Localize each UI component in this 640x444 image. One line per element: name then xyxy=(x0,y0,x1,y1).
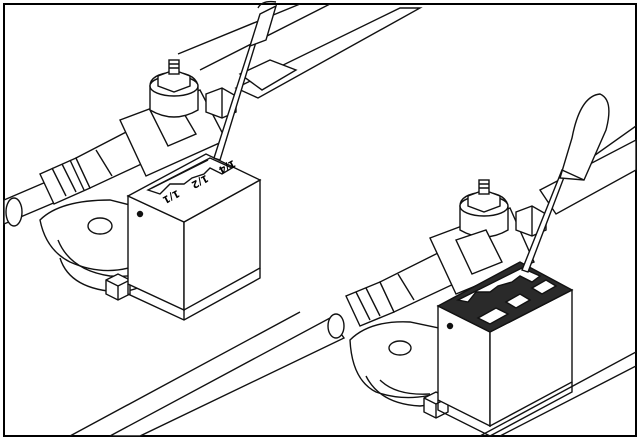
unit-2-gate-box xyxy=(436,261,574,437)
unit-2-base xyxy=(349,321,449,407)
valve-unit-2 xyxy=(345,93,610,437)
unit-2-gate-slot xyxy=(455,267,542,303)
unit-2-label-plate-1 xyxy=(476,307,510,325)
unit-2-label-plate-2 xyxy=(504,293,532,309)
unit-1-right-fitting xyxy=(205,87,237,119)
unit-1-lever xyxy=(213,0,278,161)
lower-long-pipe xyxy=(109,317,346,437)
unit-1-gate-slot xyxy=(146,157,234,195)
lower-right-pipe-edge xyxy=(479,351,637,437)
unit-2-label-plate-3 xyxy=(530,279,558,295)
unit-2-lever xyxy=(521,93,610,273)
unit-1-valve-body xyxy=(119,59,227,177)
unit-1-gate-box xyxy=(126,153,262,321)
unit-2-left-fitting xyxy=(345,251,459,327)
lower-pipe-joint xyxy=(327,313,345,339)
unit-1-bolt xyxy=(105,273,131,301)
valve-unit-1 xyxy=(39,0,278,321)
upper-pipe-stub xyxy=(238,59,298,91)
left-pipe-end xyxy=(5,197,23,227)
